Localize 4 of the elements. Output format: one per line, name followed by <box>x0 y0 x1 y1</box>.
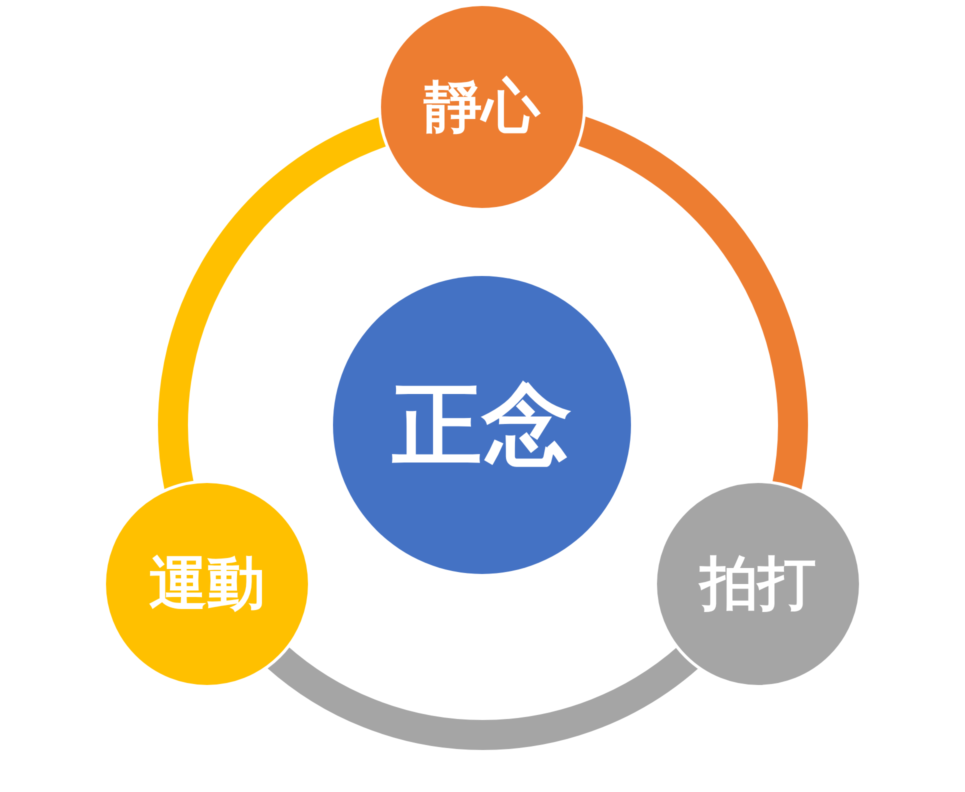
node-label: 靜心 <box>424 75 540 139</box>
node-label: 運動 <box>149 552 265 616</box>
node-label: 拍打 <box>700 552 816 616</box>
node-label: 正念 <box>392 376 572 474</box>
